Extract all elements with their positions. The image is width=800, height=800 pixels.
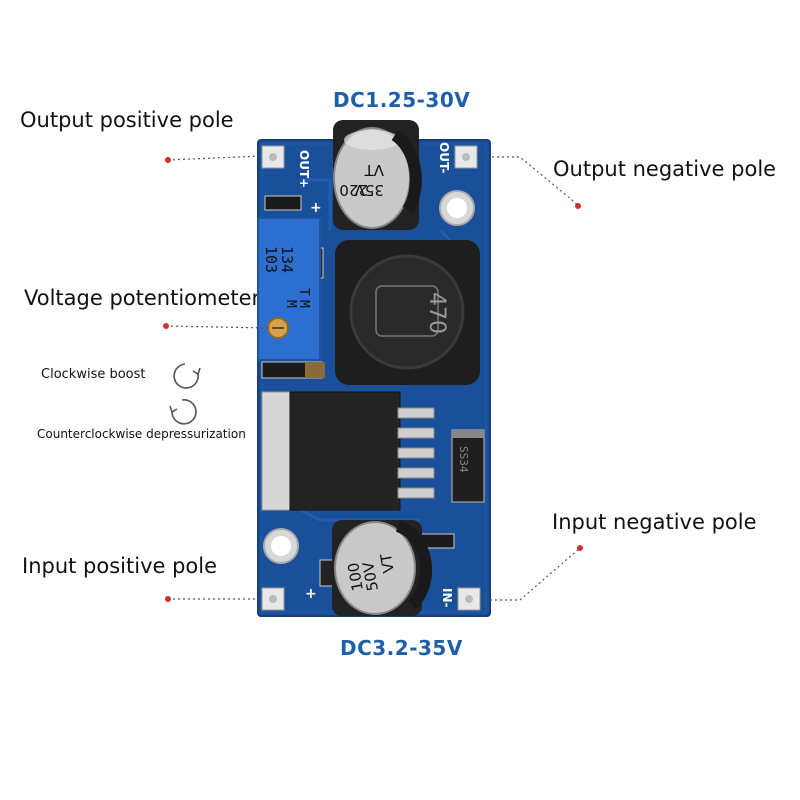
in-plus-silkscreen: + <box>305 586 317 602</box>
pot-side-line-2: M <box>296 300 311 308</box>
mounting-hole-top <box>439 190 475 226</box>
output-capacitor-line-2: 35V <box>354 181 384 199</box>
input-voltage-spec: DC3.2-35V <box>340 636 463 660</box>
output-capacitor: 220 35V VT <box>333 120 422 230</box>
input-capacitor-line-3: VT <box>377 551 398 574</box>
smd-resistor-1 <box>264 195 302 211</box>
pot-side-line-1: T <box>296 288 311 296</box>
voltage-potentiometer: 134 103 T M M <box>257 217 321 361</box>
leader-input-negative <box>480 545 583 601</box>
schottky-diode: SS34 <box>451 429 485 503</box>
out-minus-silkscreen: OUT- <box>437 142 451 173</box>
counterclockwise-arrow-icon <box>169 399 197 425</box>
leader-output-positive <box>165 155 263 163</box>
mounting-hole-bottom <box>263 528 299 564</box>
out-plus-silkscreen: OUT+ <box>297 150 311 188</box>
output-negative-label: Output negative pole <box>553 157 777 181</box>
clockwise-boost-label: Clockwise boost <box>41 367 146 382</box>
output-capacitor-line-3: VT <box>364 161 384 179</box>
output-negative-pad <box>454 145 478 169</box>
leader-output-negative <box>477 156 581 209</box>
in-minus-silkscreen: IN- <box>440 588 454 608</box>
input-positive-label: Input positive pole <box>22 554 218 578</box>
input-negative-pad <box>457 587 481 611</box>
smd-capacitor-1 <box>305 362 325 378</box>
input-capacitor-line-1: 100 <box>344 561 367 592</box>
inductor-code: 470 <box>424 292 449 334</box>
counterclockwise-label: Counterclockwise depressurization <box>37 427 246 441</box>
input-capacitor-line-2: 50V <box>359 560 382 593</box>
input-negative-label: Input negative pole <box>552 510 757 534</box>
diode-code: SS34 <box>457 446 470 473</box>
leader-voltage-potentiometer <box>163 323 269 329</box>
pot-code-line-1: 134 <box>278 246 296 273</box>
pot-side-line-3: M <box>283 300 298 308</box>
voltage-potentiometer-label: Voltage potentiometer <box>24 286 261 310</box>
output-positive-label: Output positive pole <box>20 108 234 132</box>
inductor: 470 <box>335 240 480 385</box>
input-capacitor: 100 50V VT <box>332 520 433 616</box>
output-voltage-spec: DC1.25-30V <box>333 88 471 112</box>
leader-input-positive <box>165 596 262 602</box>
output-positive-pad <box>261 145 285 169</box>
input-positive-pad <box>261 587 285 611</box>
plus-silkscreen: + <box>310 200 322 216</box>
clockwise-arrow-icon <box>173 363 201 389</box>
regulator-ic <box>261 391 435 511</box>
output-capacitor-line-1: 220 <box>339 181 368 199</box>
pot-code-line-2: 103 <box>262 246 280 273</box>
